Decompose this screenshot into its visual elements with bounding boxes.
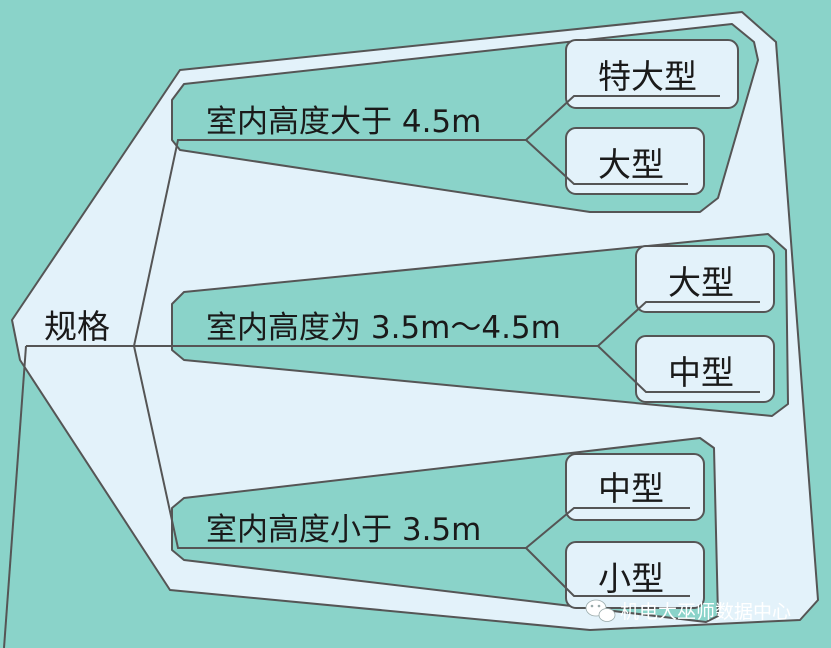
root-label: 规格	[44, 307, 110, 346]
watermark: 机电大巫师数据中心	[585, 599, 791, 623]
leaf-box-2-2	[635, 335, 775, 403]
leaf-label-1-2: 大型	[598, 145, 664, 184]
leaf-box-3-2	[565, 541, 705, 609]
leaf-label-3-2: 小型	[598, 559, 664, 598]
leaf-label-2-1: 大型	[668, 263, 734, 302]
leaf-label-1-1: 特大型	[598, 57, 697, 96]
branch-3-label: 室内高度小于 3.5m	[206, 512, 481, 548]
leaf-label-3-1: 中型	[598, 469, 664, 508]
leaf-box-3-1	[565, 453, 705, 521]
leaf-box-2-1	[635, 245, 775, 313]
wechat-icon	[585, 599, 616, 622]
branch-1-label: 室内高度大于 4.5m	[206, 104, 481, 140]
watermark-text: 机电大巫师数据中心	[620, 601, 791, 623]
branch-2-shape	[171, 233, 789, 417]
leaf-box-1-2	[565, 127, 705, 195]
branch-2-label: 室内高度为 3.5m～4.5m	[206, 310, 561, 346]
leaf-label-2-2: 中型	[668, 353, 734, 392]
connector-lines	[3, 95, 760, 648]
leaf-box-1-1	[565, 39, 739, 109]
